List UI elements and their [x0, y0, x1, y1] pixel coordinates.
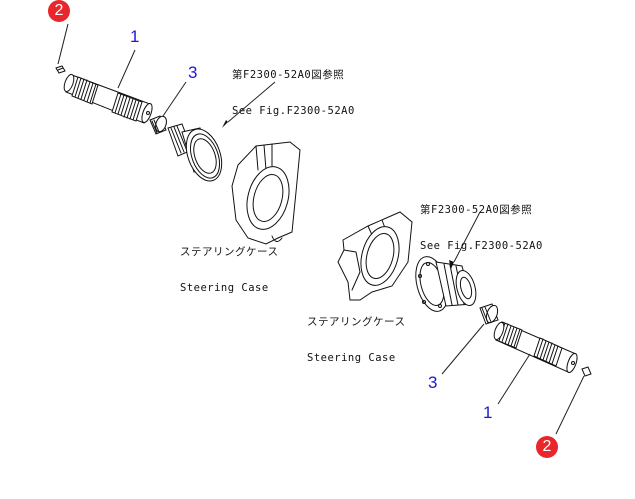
lower-leader-lines	[441, 211, 585, 435]
lower-coupling-part[interactable]	[479, 303, 500, 325]
callout-lower-shaft[interactable]: 1	[483, 403, 493, 422]
lower-case-en: Steering Case	[307, 352, 396, 364]
leader-upper-pin	[57, 23, 69, 65]
leader-lower-shaft	[497, 353, 531, 405]
upper-pin-part[interactable]	[55, 65, 66, 74]
leader-lower-coupling	[441, 323, 485, 375]
upper-case-en: Steering Case	[180, 282, 269, 294]
leader-upper-ref	[227, 81, 276, 123]
callout-badge-upper-pin[interactable]: 2	[48, 0, 70, 22]
lower-reference-jp: 第F2300-52A0図参照	[420, 204, 533, 216]
callout-upper-coupling[interactable]: 3	[188, 63, 198, 82]
upper-reference-note: 第F2300-52A0図参照 See Fig.F2300-52A0	[232, 45, 355, 129]
upper-leader-lines	[57, 23, 276, 128]
lower-steering-case-part[interactable]	[337, 211, 413, 301]
leader-upper-shaft	[117, 49, 136, 89]
lower-reference-en: See Fig.F2300-52A0	[420, 240, 543, 252]
lower-hub-part[interactable]	[410, 253, 479, 315]
callout-upper-shaft[interactable]: 1	[130, 27, 140, 46]
lower-pin-part[interactable]	[581, 366, 592, 377]
leader-upper-coupling	[162, 81, 187, 117]
arrowhead-lower-ref	[449, 260, 454, 269]
upper-shaft-part[interactable]	[62, 73, 154, 124]
lower-case-jp: ステアリングケース	[307, 316, 406, 328]
lower-shaft-part[interactable]	[492, 321, 579, 374]
upper-coupling-part[interactable]	[149, 115, 168, 135]
upper-steering-case-label: ステアリングケース Steering Case	[180, 222, 278, 306]
lower-steering-case-label: ステアリングケース Steering Case	[307, 292, 405, 376]
upper-reference-en: See Fig.F2300-52A0	[232, 105, 355, 117]
lower-reference-note: 第F2300-52A0図参照 See Fig.F2300-52A0	[420, 180, 543, 264]
upper-steering-case-part[interactable]	[231, 141, 301, 245]
leader-lower-pin	[555, 375, 585, 435]
callout-badge-lower-pin[interactable]: 2	[536, 436, 558, 458]
leader-lower-ref	[453, 211, 481, 263]
callout-lower-coupling[interactable]: 3	[428, 373, 438, 392]
upper-hub-part[interactable]	[167, 123, 228, 186]
arrowhead-upper-ref	[222, 120, 228, 128]
upper-reference-jp: 第F2300-52A0図参照	[232, 69, 345, 81]
upper-case-jp: ステアリングケース	[180, 246, 279, 258]
